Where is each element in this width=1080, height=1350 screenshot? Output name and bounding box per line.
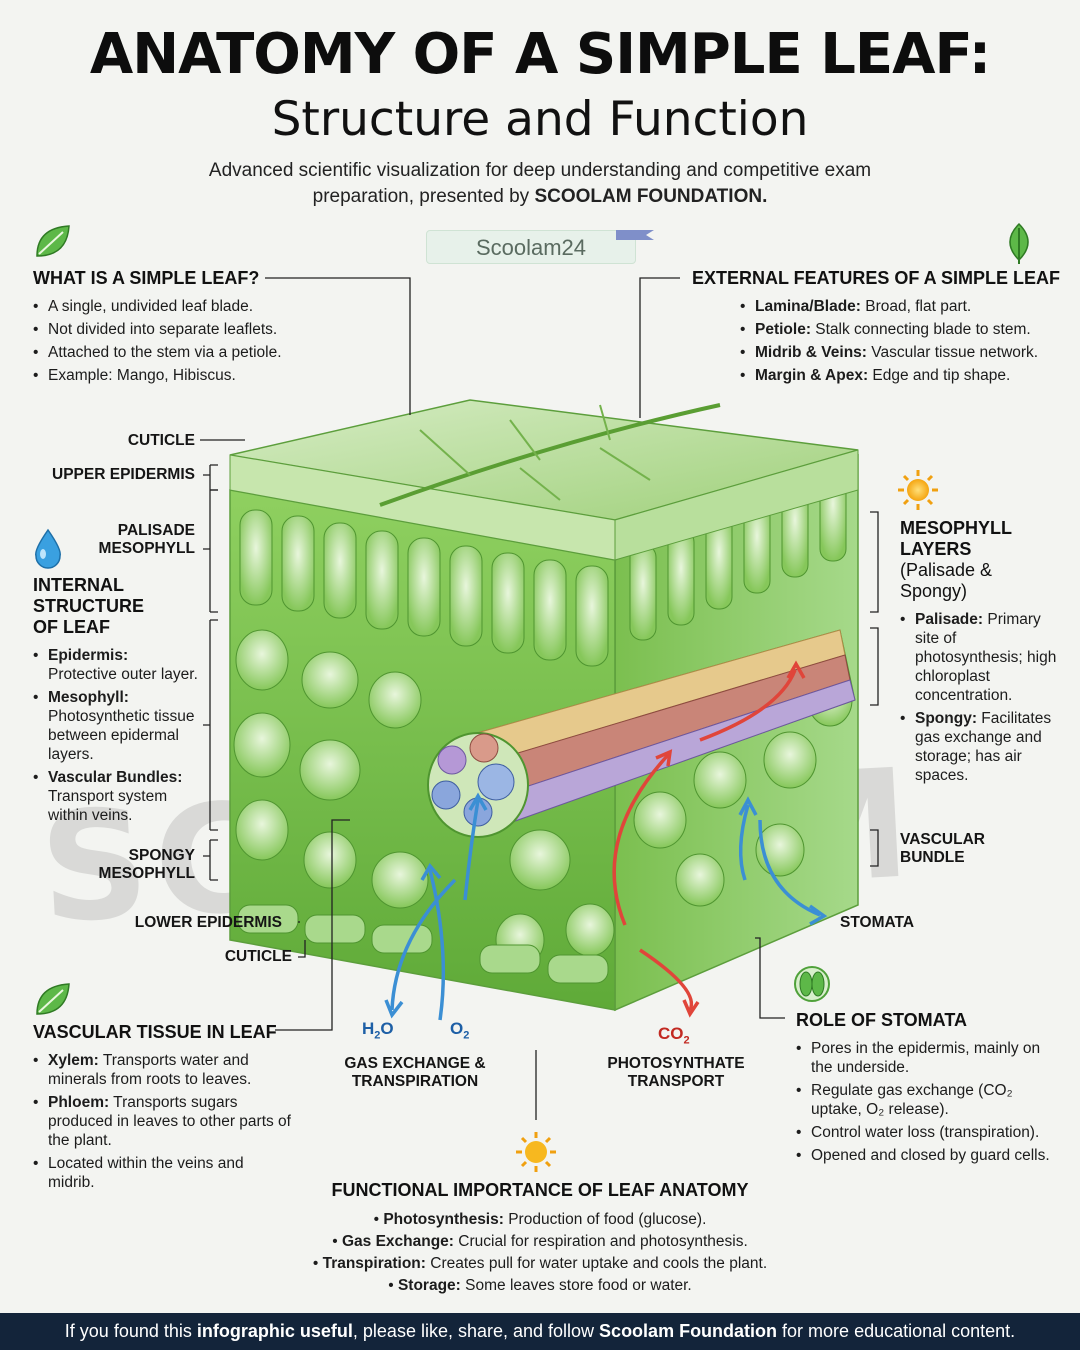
list-item: Lamina/Blade: Broad, flat part. bbox=[740, 297, 1062, 316]
functional-importance-section: FUNCTIONAL IMPORTANCE OF LEAF ANATOMY • … bbox=[300, 1180, 780, 1297]
label-spongy-mesophyll: SPONGY MESOPHYLL bbox=[98, 847, 195, 882]
list-item: Margin & Apex: Edge and tip shape. bbox=[740, 366, 1062, 385]
label-photosynthate: PHOTOSYNTHATE TRANSPORT bbox=[607, 1055, 745, 1090]
page-title: ANATOMY OF A SIMPLE LEAF: bbox=[89, 22, 991, 87]
internal-structure-list: Epidermis:Protective outer layer. Mesoph… bbox=[33, 646, 208, 825]
label-gas-exchange: GAS EXCHANGE & TRANSPIRATION bbox=[344, 1055, 486, 1090]
list-item: Epidermis:Protective outer layer. bbox=[33, 646, 208, 684]
functional-importance-title: FUNCTIONAL IMPORTANCE OF LEAF ANATOMY bbox=[331, 1180, 749, 1200]
intro-line-2-prefix: preparation, presented by bbox=[312, 186, 535, 207]
list-item: Spongy: Facilitates gas exchange and sto… bbox=[900, 709, 1060, 785]
vascular-tissue-title: VASCULAR TISSUE IN LEAF bbox=[33, 1022, 277, 1042]
intro-line-1: Advanced scientific visualization for de… bbox=[208, 160, 872, 181]
leaf-icon bbox=[1009, 222, 1029, 264]
list-item: Not divided into separate leaflets. bbox=[33, 320, 333, 339]
role-of-stomata-list: Pores in the epidermis, mainly on the un… bbox=[796, 1039, 1066, 1165]
list-item: Example: Mango, Hibiscus. bbox=[33, 366, 333, 385]
water-drop-icon bbox=[35, 528, 61, 569]
list-item: • Photosynthesis: Production of food (gl… bbox=[373, 1211, 707, 1228]
sun-icon bbox=[516, 1132, 556, 1172]
list-item: Xylem: Transports water and minerals fro… bbox=[33, 1051, 293, 1089]
callout-lines bbox=[200, 277, 879, 1120]
list-item: Opened and closed by guard cells. bbox=[796, 1146, 1066, 1165]
flag-icon bbox=[616, 230, 654, 240]
external-features-title: EXTERNAL FEATURES OF A SIMPLE LEAF bbox=[692, 268, 1061, 288]
list-item: • Transpiration: Creates pull for water … bbox=[312, 1255, 768, 1272]
label-lower-epidermis: LOWER EPIDERMIS bbox=[134, 914, 282, 931]
external-features-section: EXTERNAL FEATURES OF A SIMPLE LEAF Lamin… bbox=[692, 268, 1062, 389]
list-item: • Storage: Some leaves store food or wat… bbox=[388, 1277, 692, 1294]
intro-line-2-brand: SCOOLAM FOUNDATION. bbox=[534, 186, 768, 207]
lower-epidermis-cells bbox=[237, 904, 609, 984]
intro-text: Advanced scientific visualization for de… bbox=[140, 158, 940, 210]
label-co2: CO2 bbox=[658, 1024, 690, 1047]
role-of-stomata-title: ROLE OF STOMATA bbox=[796, 1010, 967, 1030]
mesophyll-layers-list: Palisade: Primary site of photosynthesis… bbox=[900, 610, 1060, 785]
mesophyll-layers-title: MESOPHYLL LAYERS bbox=[900, 518, 1013, 559]
list-item: Pores in the epidermis, mainly on the un… bbox=[796, 1039, 1066, 1077]
list-item: Vascular Bundles:Transport system within… bbox=[33, 768, 208, 825]
mesophyll-layers-section: MESOPHYLL LAYERS (Palisade & Spongy) Pal… bbox=[900, 518, 1060, 789]
page-subtitle: Structure and Function bbox=[271, 92, 809, 147]
stomata-icon bbox=[794, 966, 830, 1002]
what-is-title: WHAT IS A SIMPLE LEAF? bbox=[33, 268, 260, 288]
label-cuticle-bottom: CUTICLE bbox=[224, 948, 292, 965]
external-features-list: Lamina/Blade: Broad, flat part. Petiole:… bbox=[740, 297, 1062, 385]
label-cuticle-top: CUTICLE bbox=[127, 432, 195, 449]
mesophyll-layers-subtitle: (Palisade & Spongy) bbox=[900, 560, 993, 601]
list-item: Phloem: Transports sugars produced in le… bbox=[33, 1093, 293, 1150]
internal-structure-title: INTERNAL STRUCTURE OF LEAF bbox=[33, 575, 144, 637]
list-item: Regulate gas exchange (CO₂ uptake, O₂ re… bbox=[796, 1081, 1066, 1119]
vascular-tissue-section: VASCULAR TISSUE IN LEAF Xylem: Transport… bbox=[33, 1022, 293, 1196]
sun-icon bbox=[898, 470, 938, 510]
label-palisade-mesophyll: PALISADE MESOPHYLL bbox=[98, 522, 195, 557]
list-item: A single, undivided leaf blade. bbox=[33, 297, 333, 316]
label-stomata: STOMATA bbox=[840, 914, 915, 931]
leaf-icon bbox=[36, 983, 70, 1015]
list-item: Control water loss (transpiration). bbox=[796, 1123, 1066, 1142]
list-item: Mesophyll:Photosynthetic tissue between … bbox=[33, 688, 208, 764]
list-item: • Gas Exchange: Crucial for respiration … bbox=[332, 1233, 748, 1250]
functional-importance-list: • Photosynthesis: Production of food (gl… bbox=[300, 1209, 780, 1297]
what-is-section: WHAT IS A SIMPLE LEAF? A single, undivid… bbox=[33, 268, 333, 389]
label-upper-epidermis: UPPER EPIDERMIS bbox=[52, 466, 195, 483]
leaf-block-top-face bbox=[229, 399, 859, 561]
intro-line-2: preparation, presented by SCOOLAM FOUNDA… bbox=[140, 184, 940, 210]
list-item: Located within the veins and midrib. bbox=[33, 1154, 293, 1192]
role-of-stomata-section: ROLE OF STOMATA Pores in the epidermis, … bbox=[796, 1010, 1066, 1169]
footer-banner: If you found this infographic useful, pl… bbox=[0, 1313, 1080, 1350]
list-item: Petiole: Stalk connecting blade to stem. bbox=[740, 320, 1062, 339]
list-item: Attached to the stem via a petiole. bbox=[33, 343, 333, 362]
list-item: Palisade: Primary site of photosynthesis… bbox=[900, 610, 1060, 705]
label-h2o: H2O bbox=[362, 1019, 394, 1042]
list-item: Midrib & Veins: Vascular tissue network. bbox=[740, 343, 1062, 362]
internal-structure-section: INTERNAL STRUCTURE OF LEAF Epidermis:Pro… bbox=[33, 575, 208, 829]
brand-tag: Scoolam24 bbox=[426, 230, 636, 264]
leaf-icon bbox=[36, 225, 70, 257]
label-o2: O2 bbox=[450, 1019, 470, 1042]
gas-exchange-arrows bbox=[384, 660, 828, 1021]
label-vascular-bundle: VASCULAR BUNDLE bbox=[900, 831, 985, 866]
vascular-tissue-list: Xylem: Transports water and minerals fro… bbox=[33, 1051, 293, 1192]
what-is-list: A single, undivided leaf blade. Not divi… bbox=[33, 297, 333, 385]
